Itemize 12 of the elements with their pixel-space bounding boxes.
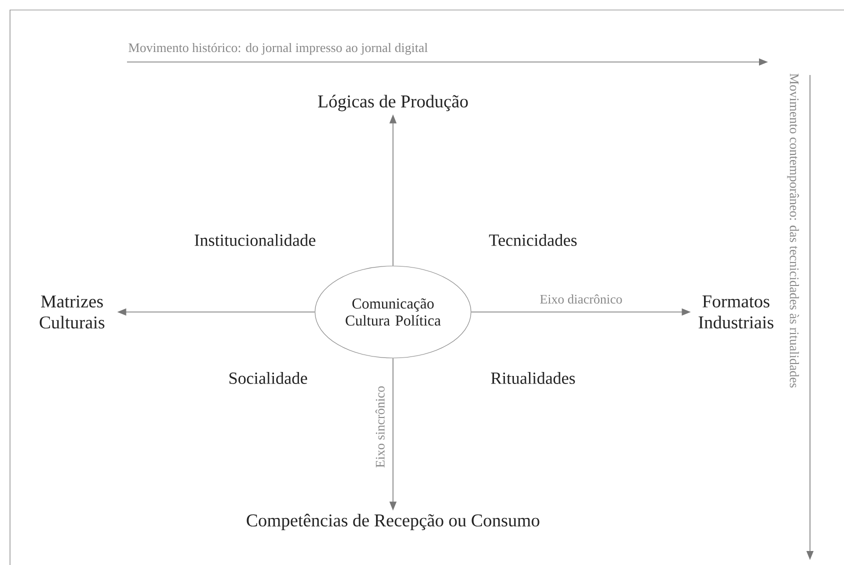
movement-label: Movimento contemporâneo: das tecnicidades às ritualidades xyxy=(787,74,800,388)
movement-label: Movimento histórico: do jornal impresso ao jornal digital xyxy=(128,42,428,55)
quadrant-label: Tecnicidades xyxy=(489,234,577,246)
quadrant-label: Socialidade xyxy=(230,372,308,384)
quadrant-label: Institucionalidade xyxy=(194,234,316,246)
pole-label: Lógicas de Produção xyxy=(318,94,468,112)
pole-label: Matrizes Culturais xyxy=(40,295,104,329)
edge-label: Eixo sincrônico xyxy=(375,386,385,468)
pole-label: Competências de Recepção ou Consumo xyxy=(246,514,540,530)
pole-label: Formatos Industriais xyxy=(698,296,774,328)
quadrant-label: Ritualidades xyxy=(491,372,575,384)
edge-label: Eixo diacrônico xyxy=(540,294,622,304)
